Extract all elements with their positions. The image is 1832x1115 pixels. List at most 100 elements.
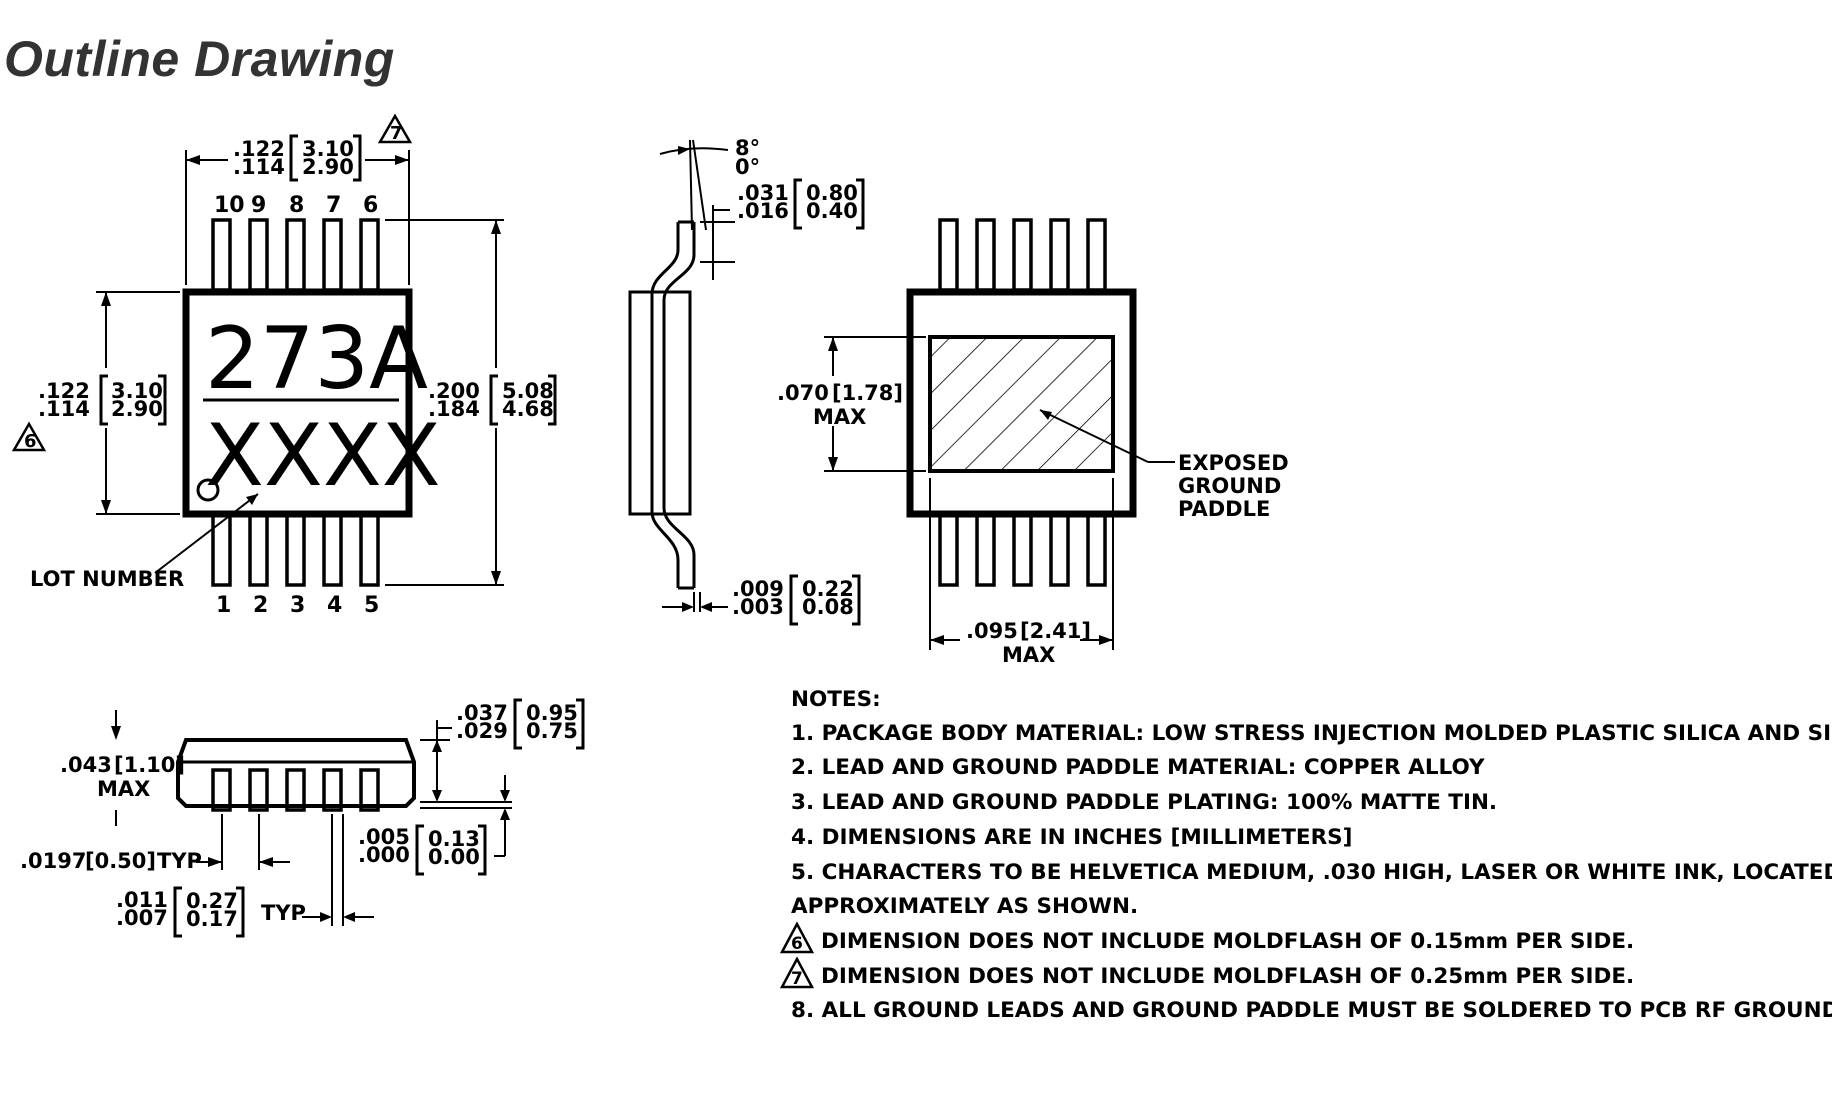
svg-text:3.10: 3.10 (302, 137, 354, 161)
pin-9 (248, 218, 269, 292)
pin-number: 5 (364, 593, 379, 618)
svg-text:[2.41]: [2.41] (1020, 619, 1091, 643)
exposed-paddle (928, 335, 1115, 473)
svg-text:MAX: MAX (97, 777, 150, 801)
note-item: DIMENSION DOES NOT INCLUDE MOLDFLASH OF … (821, 964, 1634, 989)
svg-text:0.08: 0.08 (802, 595, 854, 619)
pin1-indicator (196, 478, 220, 502)
svg-text:.200: .200 (428, 379, 480, 403)
pin-10 (211, 218, 232, 292)
width-dimension: .122 .114 3.10 2.90 7 (185, 113, 413, 285)
note-item: 2. LEAD AND GROUND PADDLE MATERIAL: COPP… (791, 755, 1485, 780)
svg-text:PADDLE: PADDLE (1178, 497, 1270, 521)
svg-text:.114: .114 (38, 397, 90, 421)
notes-heading: NOTES: (791, 687, 881, 712)
svg-text:0.13: 0.13 (428, 827, 480, 851)
lot-number-label: LOT NUMBER (30, 567, 184, 591)
pin-6 (359, 218, 380, 292)
note-flag-7 (377, 113, 413, 144)
notes: NOTES: 1. PACKAGE BODY MATERIAL: LOW STR… (779, 687, 1832, 1023)
page-title: Outline Drawing (4, 31, 395, 87)
svg-text:4.68: 4.68 (502, 397, 554, 421)
marking-line-2: XXXX (205, 406, 441, 506)
note-flag-7 (779, 956, 815, 989)
svg-text:6: 6 (24, 431, 37, 452)
note-item: 8. ALL GROUND LEADS AND GROUND PADDLE MU… (791, 998, 1832, 1023)
svg-text:GROUND: GROUND (1178, 474, 1281, 498)
svg-text:0.17: 0.17 (186, 907, 238, 931)
pin-number: 8 (289, 193, 304, 218)
svg-text:0.27: 0.27 (186, 889, 238, 913)
bottom-pins (211, 513, 380, 587)
svg-text:.011: .011 (116, 888, 168, 912)
svg-text:7: 7 (390, 123, 403, 144)
svg-text:.095: .095 (966, 619, 1018, 643)
svg-text:8°: 8° (735, 136, 760, 160)
pin-number: 4 (327, 593, 342, 618)
svg-text:0.22: 0.22 (802, 577, 854, 601)
pin-3 (285, 513, 306, 587)
pin-number: 1 (216, 593, 231, 618)
svg-text:.184: .184 (428, 397, 480, 421)
bottom-view: .070 [1.78] MAX .095 [2.41] MAX EXPOSED … (777, 218, 1289, 667)
svg-text:2.90: 2.90 (111, 397, 163, 421)
pin-number: 6 (363, 193, 378, 218)
note-item: 1. PACKAGE BODY MATERIAL: LOW STRESS INJ… (791, 721, 1832, 746)
overall-dimension: .200 .184 5.08 4.68 (385, 219, 557, 586)
height-dimension: .122 .114 3.10 2.90 6 (11, 291, 180, 515)
pin-number: 9 (251, 193, 266, 218)
note-item: DIMENSION DOES NOT INCLUDE MOLDFLASH OF … (821, 929, 1634, 954)
svg-text:TYP: TYP (157, 849, 202, 873)
svg-text:TYP: TYP (261, 901, 306, 925)
svg-text:0.75: 0.75 (526, 719, 578, 743)
svg-text:.037: .037 (456, 701, 508, 725)
svg-text:7: 7 (791, 969, 803, 989)
pin-2 (248, 513, 269, 587)
svg-text:[1.10]: [1.10] (114, 753, 185, 777)
svg-text:.0197: .0197 (20, 849, 86, 873)
svg-text:[1.78]: [1.78] (832, 381, 903, 405)
svg-text:0.95: 0.95 (526, 701, 578, 725)
svg-text:.029: .029 (456, 719, 508, 743)
svg-text:.031: .031 (737, 181, 789, 205)
note-flag-6 (11, 421, 47, 452)
end-view: .043 [1.10] MAX .037 .029 0.95 0.75 .005… (20, 698, 585, 938)
pin-number: 2 (253, 593, 268, 618)
note-flag-6 (779, 921, 815, 954)
svg-text:.003: .003 (732, 595, 784, 619)
svg-text:.043: .043 (60, 753, 112, 777)
svg-text:0.80: 0.80 (806, 181, 858, 205)
marking-line-1: 273A (205, 309, 428, 409)
top-view: 273A XXXX 10 9 8 7 6 1 2 3 4 5 .122 .114… (11, 113, 557, 618)
svg-text:.016: .016 (737, 199, 789, 223)
pin-7 (322, 218, 343, 292)
note-item: 3. LEAD AND GROUND PADDLE PLATING: 100% … (791, 790, 1497, 815)
side-body (628, 290, 692, 516)
bottom-body (906, 288, 1137, 518)
svg-text:.070: .070 (777, 381, 829, 405)
top-pins (211, 218, 380, 292)
pin-number: 3 (290, 593, 305, 618)
note-item: APPROXIMATELY AS SHOWN. (791, 894, 1138, 919)
pin-4 (322, 513, 343, 587)
svg-text:3.10: 3.10 (111, 379, 163, 403)
svg-text:5.08: 5.08 (502, 379, 554, 403)
svg-text:.007: .007 (116, 906, 168, 930)
svg-text:.114: .114 (233, 155, 285, 179)
svg-text:MAX: MAX (813, 405, 866, 429)
svg-text:0.40: 0.40 (806, 199, 858, 223)
end-view-leads (211, 768, 380, 812)
svg-text:MAX: MAX (1002, 643, 1055, 667)
pin-number: 10 (214, 193, 245, 218)
package-body (182, 288, 413, 518)
pin-5 (359, 513, 380, 587)
svg-text:EXPOSED: EXPOSED (1178, 451, 1289, 475)
svg-text:.122: .122 (233, 137, 285, 161)
svg-text:6: 6 (791, 934, 803, 954)
svg-text:[0.50]: [0.50] (85, 849, 156, 873)
svg-text:.122: .122 (38, 379, 90, 403)
svg-text:0°: 0° (735, 155, 760, 179)
side-view: 8° 0° .031 .016 0.80 0.40 .009 .003 0.22… (628, 136, 865, 626)
note-item: 4. DIMENSIONS ARE IN INCHES [MILLIMETERS… (791, 825, 1352, 850)
